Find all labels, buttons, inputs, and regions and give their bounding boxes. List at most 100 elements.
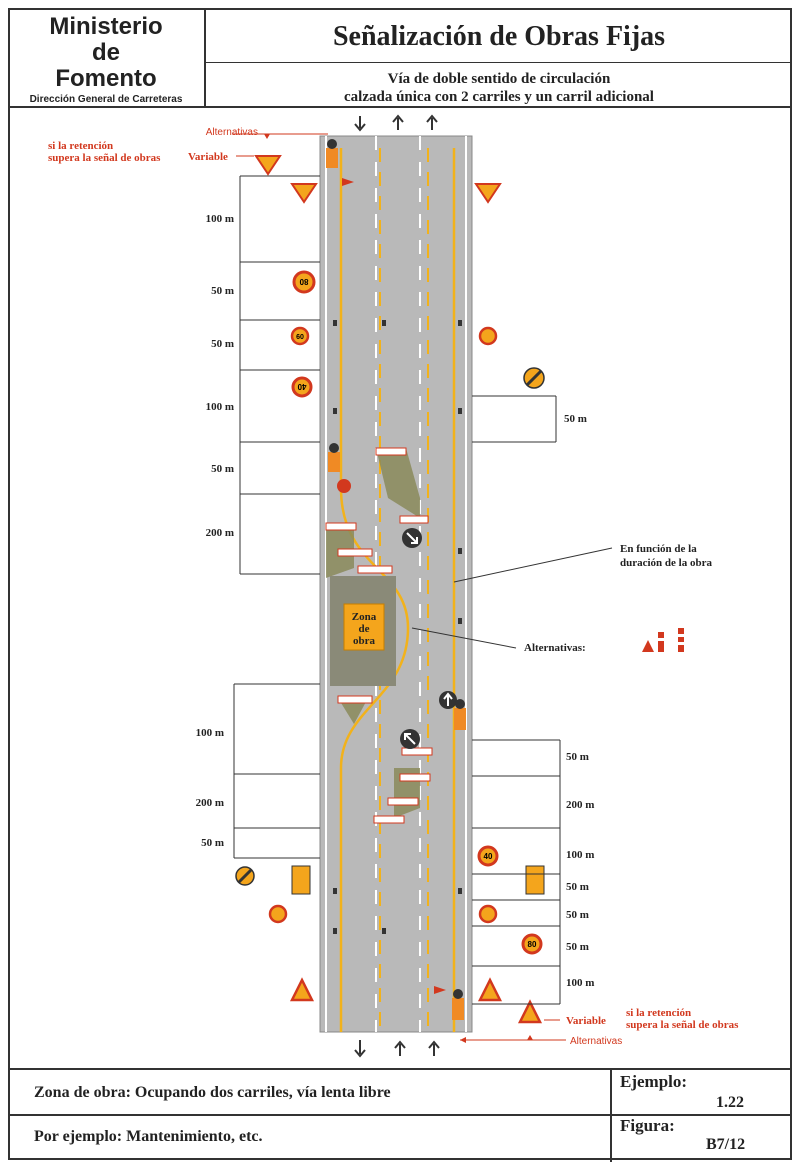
left-dimension-lines xyxy=(233,175,320,859)
zona-line1: Zona xyxy=(352,611,377,623)
en-funcion-pointer xyxy=(453,547,613,583)
flagger-mid xyxy=(328,443,351,493)
road-diagram: Zona de obra xyxy=(48,114,739,1058)
footer: Zona de obra: Ocupando dos carriles, vía… xyxy=(8,1068,792,1162)
taper-zone-lower-left xyxy=(338,698,368,724)
org-dept: Dirección General de Carreteras xyxy=(29,94,183,105)
left-distance-4: 100 m xyxy=(206,401,234,413)
right-distance-5: 50 m xyxy=(566,909,589,921)
bottom-retencion-line1: si la retención xyxy=(626,1007,691,1019)
top-retencion-line2: supera la señal de obras xyxy=(48,152,161,164)
org-line1: Ministerio xyxy=(49,13,163,40)
title-divider xyxy=(206,62,792,63)
org-line3: Fomento xyxy=(55,65,157,92)
right-distance-3: 100 m xyxy=(566,849,594,861)
top-variable: Variable xyxy=(188,151,228,163)
right-upper-distance: 50 m xyxy=(564,413,587,425)
speed-sign-right-lower xyxy=(478,904,498,924)
footer-divider-v xyxy=(610,1070,612,1162)
alternativas-label: Alternativas: xyxy=(524,642,586,654)
direction-sign-lower xyxy=(400,729,420,749)
page-subtitle: Vía de doble sentido de circulación calz… xyxy=(206,70,792,106)
lane-layout-sign-left xyxy=(291,865,311,895)
speed-value-3: 40 xyxy=(297,382,306,391)
subtitle-line2: calzada única con 2 carriles y un carril… xyxy=(344,89,654,105)
roadworks-sign-right-bottom xyxy=(477,977,503,1002)
figura-label: Figura: xyxy=(620,1116,675,1135)
end-restriction-sign-lower xyxy=(235,866,255,886)
ministry-logo: Ministerio de Fomento Dirección General … xyxy=(8,8,206,108)
roadworks-sign-variable-bottom xyxy=(517,999,543,1024)
end-restriction-sign-upper xyxy=(523,367,545,389)
warning-sign-left-top xyxy=(254,155,282,176)
speed-sign-left-lower xyxy=(268,904,288,924)
warning-sign-left-2 xyxy=(290,183,318,204)
figura-value: B7/12 xyxy=(706,1136,746,1153)
en-funcion-line2: duración de la obra xyxy=(620,557,712,569)
speed-value-2: 60 xyxy=(296,334,304,341)
chevron-barriers xyxy=(325,447,433,824)
footer-divider-h xyxy=(8,1114,792,1116)
right-distance-4: 50 m xyxy=(566,881,589,893)
road-studs xyxy=(333,320,462,934)
speed-sign-right-upper xyxy=(478,326,498,346)
zona-line2: de xyxy=(359,623,370,635)
left-distance-6: 200 m xyxy=(206,527,234,539)
right-dimension-lines xyxy=(472,395,561,1005)
left-distance-1: 100 m xyxy=(206,213,234,225)
direction-sign-upper xyxy=(402,528,422,548)
lower-left-distance-1: 100 m xyxy=(196,727,224,739)
left-distance-5: 50 m xyxy=(211,463,234,475)
flagger-lower xyxy=(454,699,466,730)
bottom-alternativas-arrow xyxy=(460,1037,466,1043)
bottom-variable: Variable xyxy=(566,1015,606,1027)
road-edge xyxy=(319,135,473,1033)
work-zone-box xyxy=(343,603,385,651)
top-retencion-line1: si la retención xyxy=(48,140,113,152)
roadworks-sign-left-bottom xyxy=(289,977,315,1002)
page-title: Señalización de Obras Fijas xyxy=(332,21,666,52)
flagger-top xyxy=(326,139,354,186)
bottom-direction-arrows xyxy=(354,1040,440,1058)
cone-alternatives xyxy=(642,628,684,652)
alternativas-pointer xyxy=(411,627,517,649)
speed-value-1: 80 xyxy=(299,277,308,286)
en-funcion-line1: En función de la xyxy=(620,543,697,555)
speed-sign-40-right: 40 xyxy=(477,845,499,867)
page-frame xyxy=(8,8,792,1160)
lower-left-distance-2: 200 m xyxy=(196,797,224,809)
zona-description: Zona de obra: Ocupando dos carriles, vía… xyxy=(34,1084,391,1101)
speed-value-4: 40 xyxy=(484,852,493,861)
warning-sign-right-top xyxy=(474,183,502,204)
direction-sign-right xyxy=(439,691,457,709)
speed-sign-80-right: 80 xyxy=(521,933,543,955)
bottom-retencion-line2: supera la señal de obras xyxy=(626,1019,739,1031)
subtitle-line1: Vía de doble sentido de circulación xyxy=(387,71,611,87)
top-direction-arrows xyxy=(354,114,438,132)
bottom-alternativas-marker xyxy=(527,1035,533,1040)
yellow-detour-line xyxy=(339,487,410,1032)
left-distance-2: 50 m xyxy=(211,285,234,297)
org-line2: de xyxy=(91,39,120,66)
taper-zone-upper-right xyxy=(376,448,420,518)
ejemplo-value: 1.22 xyxy=(716,1094,744,1111)
right-distance-6: 50 m xyxy=(566,941,589,953)
lane-layout-sign-right xyxy=(525,865,545,895)
speed-sign-80-left: 80 xyxy=(292,270,316,294)
left-distance-3: 50 m xyxy=(211,338,234,350)
flagger-bottom xyxy=(434,986,464,1020)
ejemplo-label: Ejemplo: xyxy=(620,1072,688,1091)
right-distance-2: 200 m xyxy=(566,799,594,811)
speed-sign-40-left: 40 xyxy=(291,376,313,398)
right-distance-7: 100 m xyxy=(566,977,594,989)
zona-line3: obra xyxy=(353,635,376,647)
lower-left-distance-3: 50 m xyxy=(201,837,224,849)
right-distance-1: 50 m xyxy=(566,751,589,763)
header-title-block: Señalización de Obras Fijas Vía de doble… xyxy=(206,8,792,108)
speed-sign-60-left: 60 xyxy=(290,326,310,346)
example-description: Por ejemplo: Mantenimiento, etc. xyxy=(34,1128,263,1145)
bottom-alternativas: Alternativas xyxy=(570,1036,622,1047)
speed-value-5: 80 xyxy=(528,940,537,949)
top-alternativas-marker xyxy=(264,134,270,139)
top-alternativas: Alternativas xyxy=(206,127,258,138)
